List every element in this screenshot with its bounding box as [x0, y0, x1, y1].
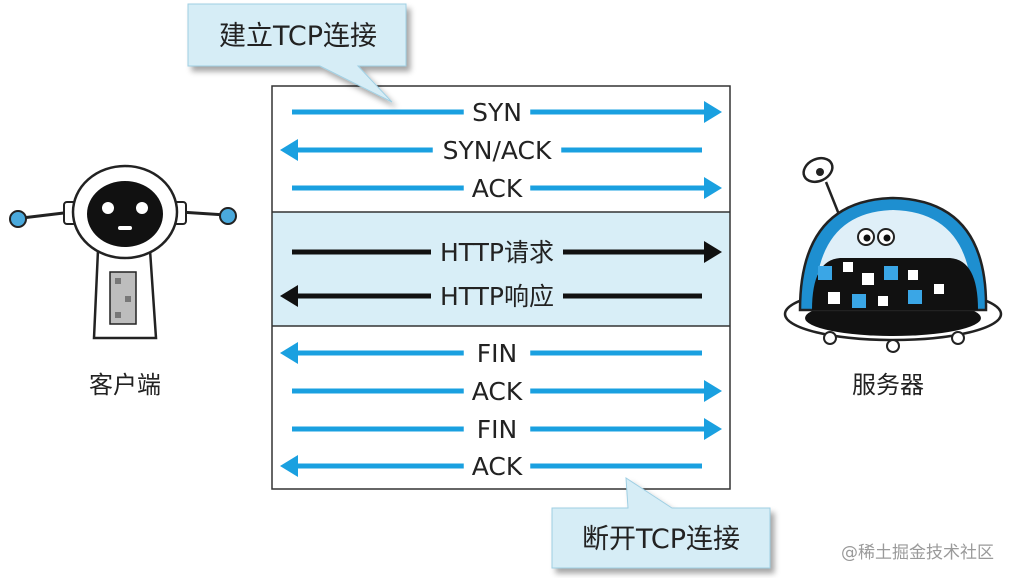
- message-label: ACK: [472, 174, 523, 203]
- connect-callout-bubble: [187, 3, 407, 103]
- disconnect-callout-bubble: [551, 477, 771, 569]
- arrow-head-left: [280, 285, 298, 307]
- message-label: HTTP响应: [440, 282, 554, 311]
- message-http-0: HTTP请求: [292, 238, 722, 267]
- message-http-1: HTTP响应: [280, 282, 702, 311]
- disconnect-callout: 断开TCP连接: [551, 477, 771, 569]
- message-label: FIN: [477, 415, 517, 444]
- message-handshake-1: SYN/ACK: [280, 136, 702, 165]
- message-teardown-2: FIN: [292, 415, 722, 444]
- connect-callout-text: 建立TCP连接: [219, 21, 377, 52]
- message-handshake-0: SYN: [292, 98, 722, 127]
- message-teardown-0: FIN: [280, 339, 702, 368]
- arrow-head-right: [704, 177, 722, 199]
- http-section-band: [272, 212, 730, 326]
- disconnect-callout-text: 断开TCP连接: [582, 524, 740, 555]
- message-handshake-2: ACK: [292, 174, 722, 203]
- arrow-head-right: [704, 418, 722, 440]
- arrow-head-left: [280, 342, 298, 364]
- arrow-head-left: [280, 139, 298, 161]
- message-teardown-1: ACK: [292, 377, 722, 406]
- message-label: SYN/ACK: [443, 136, 552, 165]
- server-robot-icon: [783, 156, 1003, 353]
- arrow-head-left: [280, 455, 298, 477]
- message-arrows: SYN SYN/ACK ACK HTTP请求 HTTP响应 FIN ACK FIN ACK: [280, 98, 722, 481]
- client-robot-icon: [9, 164, 237, 340]
- sequence-frame: [271, 85, 731, 490]
- arrow-head-right: [704, 101, 722, 123]
- arrow-head-right: [704, 380, 722, 402]
- server-label: 服务器: [852, 371, 924, 399]
- message-teardown-3: ACK: [280, 452, 702, 481]
- message-label: SYN: [472, 98, 522, 127]
- message-label: HTTP请求: [440, 238, 554, 267]
- message-label: ACK: [472, 377, 523, 406]
- client-label: 客户端: [89, 371, 161, 399]
- message-label: FIN: [477, 339, 517, 368]
- message-label: ACK: [472, 452, 523, 481]
- connect-callout: 建立TCP连接: [187, 3, 407, 103]
- arrow-head-right: [704, 241, 722, 263]
- watermark: @稀土掘金技术社区: [841, 543, 994, 563]
